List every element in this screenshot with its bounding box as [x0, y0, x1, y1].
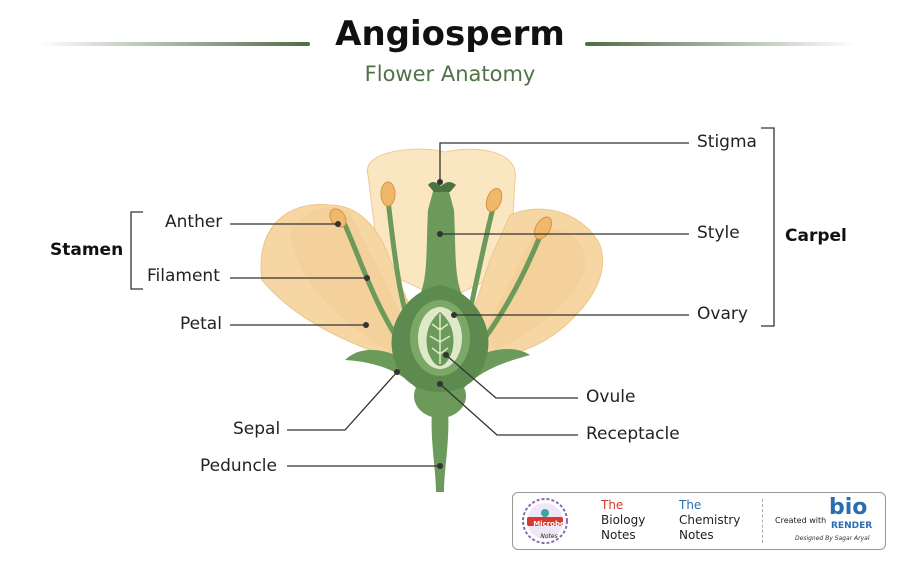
microbe-notes-logo [522, 498, 568, 544]
dot-ovary [451, 312, 457, 318]
peduncle-stem [431, 410, 449, 492]
credits-badge: Microbe Notes The Biology Notes The Chem… [512, 492, 886, 550]
dot-anther [335, 221, 341, 227]
leader-ovule [445, 354, 578, 399]
anther-left-outer [329, 208, 347, 228]
title-rule-right [585, 42, 855, 46]
label-sepal: Sepal [233, 419, 281, 439]
label-anther: Anther [165, 212, 223, 232]
dot-stigma [437, 179, 443, 185]
page-subtitle: Flower Anatomy [364, 62, 536, 86]
ovule-vein [429, 314, 451, 364]
label-petal: Petal [180, 314, 222, 334]
label-ovary: Ovary [697, 304, 748, 324]
anther-right-inner [485, 187, 503, 213]
dot-petal [363, 322, 369, 328]
label-style: Style [697, 223, 740, 243]
leader-receptacle [439, 383, 578, 436]
label-filament: Filament [147, 266, 220, 286]
label-receptacle: Receptacle [586, 424, 680, 444]
petal-front-right [485, 228, 586, 350]
label-peduncle: Peduncle [200, 456, 277, 476]
badge-divider [762, 499, 763, 543]
dot-filament [364, 275, 370, 281]
badge-microbe-line1: Microbe [533, 520, 565, 528]
group-stamen: Stamen [50, 240, 124, 260]
leader-sepal [287, 371, 398, 431]
label-ovule: Ovule [586, 387, 636, 407]
group-carpel: Carpel [785, 226, 847, 246]
badge-microbe-line2: Notes [540, 533, 558, 540]
style-shape [420, 188, 462, 295]
dot-style [437, 231, 443, 237]
label-stigma: Stigma [697, 132, 757, 152]
dot-receptacle [437, 381, 443, 387]
dot-sepal [394, 369, 400, 375]
biorender-logo-bio: bio [829, 495, 868, 520]
page-title: Angiosperm [335, 14, 565, 54]
badge-designed-by: Designed By Sagar Aryal [795, 535, 870, 542]
bracket-carpel [761, 127, 775, 327]
bracket-stamen [130, 211, 143, 290]
dot-ovule [443, 352, 449, 358]
stigma-shape [428, 182, 456, 192]
badge-biology-notes: The Biology Notes [601, 498, 646, 542]
petal-front-left [290, 206, 410, 355]
leader-stigma [439, 142, 689, 182]
anther-left-inner [380, 181, 396, 207]
title-rule-left [40, 42, 310, 46]
badge-created-with: Created with [775, 516, 827, 525]
dot-peduncle [437, 463, 443, 469]
badge-chemistry-notes: The Chemistry Notes [679, 498, 741, 542]
biorender-logo-render: RENDER [831, 521, 873, 531]
